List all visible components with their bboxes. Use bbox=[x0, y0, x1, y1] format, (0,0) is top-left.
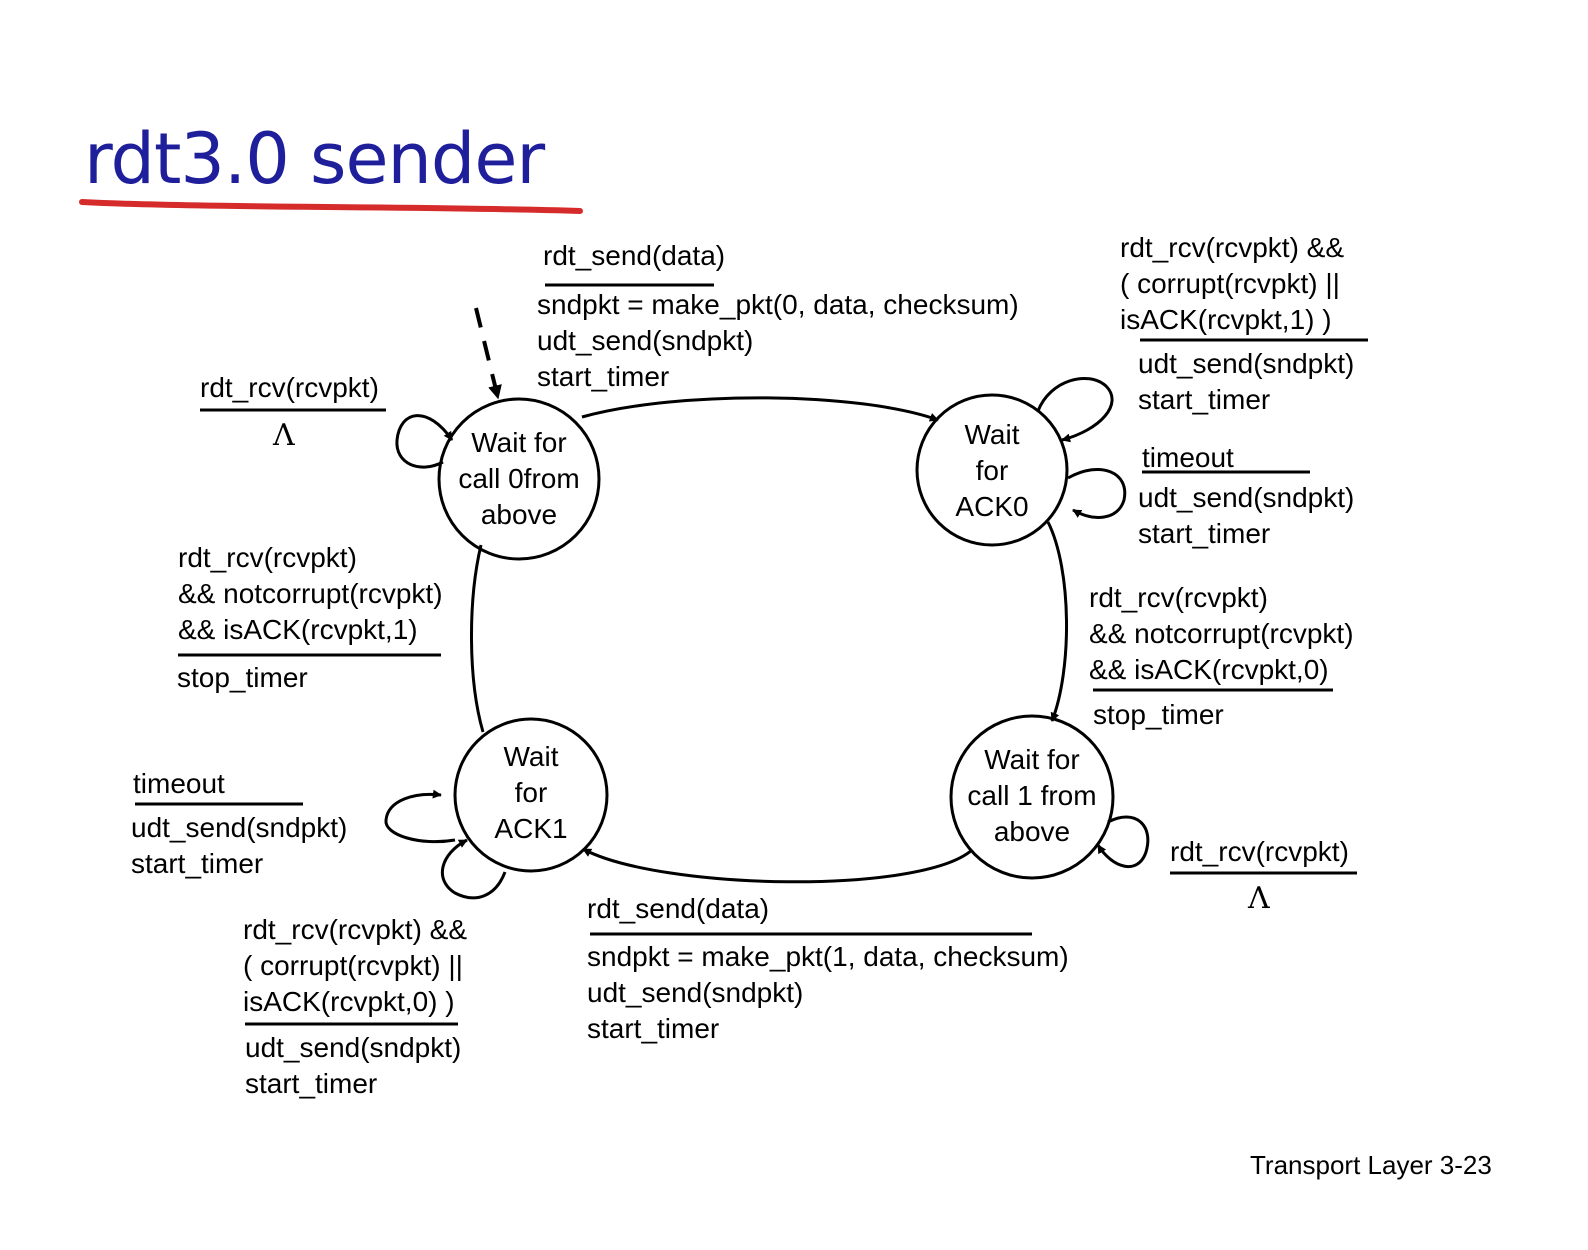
action-line: sndpkt = make_pkt(0, data, checksum) bbox=[537, 289, 1019, 320]
action-line: start_timer bbox=[1138, 518, 1271, 549]
state-wait-call1-line: call 1 from bbox=[967, 780, 1097, 811]
arrow-ack0-to-call1 bbox=[1046, 521, 1069, 722]
event-line: && notcorrupt(rcvpkt) bbox=[178, 578, 443, 609]
state-wait-ack1-line: ACK1 bbox=[494, 813, 568, 844]
event-line: rdt_rcv(rcvpkt) && bbox=[243, 914, 468, 945]
transition-event: timeout bbox=[133, 768, 225, 799]
transition-event: timeout bbox=[1142, 442, 1234, 473]
action-line: udt_send(sndpkt) bbox=[1138, 348, 1355, 379]
state-wait-ack0-line: for bbox=[975, 455, 1009, 486]
action-line: udt_send(sndpkt) bbox=[1138, 482, 1355, 513]
state-wait-ack0-line: Wait bbox=[964, 419, 1020, 450]
event-line: isACK(rcvpkt,1) ) bbox=[1120, 304, 1332, 335]
event-line: ( corrupt(rcvpkt) || bbox=[1120, 268, 1340, 299]
selfloop-ack1-timeout bbox=[384, 789, 456, 844]
transition-actions: sndpkt = make_pkt(0, data, checksum) udt… bbox=[537, 287, 1019, 395]
transition-actions: udt_send(sndpkt) start_timer bbox=[1138, 346, 1354, 418]
action-line: start_timer bbox=[131, 848, 264, 879]
transition-event: rdt_rcv(rcvpkt) && ( corrupt(rcvpkt) || … bbox=[243, 912, 467, 1020]
state-wait-ack1-line: Wait bbox=[503, 741, 559, 772]
action-line: udt_send(sndpkt) bbox=[245, 1032, 462, 1063]
state-wait-call0-line: Wait for bbox=[471, 427, 567, 458]
lambda-symbol: Λ bbox=[1248, 881, 1270, 916]
transition-event: rdt_rcv(rcvpkt) bbox=[1170, 836, 1349, 867]
slide-footer: Transport Layer 3-23 bbox=[1250, 1150, 1492, 1180]
state-wait-call0-line: above bbox=[480, 499, 558, 530]
initial-state-arrow bbox=[474, 307, 502, 400]
action-line: udt_send(sndpkt) bbox=[537, 325, 754, 356]
action-line: udt_send(sndpkt) bbox=[587, 977, 804, 1008]
transition-event: rdt_send(data) bbox=[543, 240, 726, 271]
title-underline bbox=[79, 199, 583, 214]
event-line: rdt_rcv(rcvpkt) bbox=[178, 542, 357, 573]
arrow-ack1-to-call0 bbox=[470, 544, 485, 733]
transition-event: rdt_send(data) bbox=[587, 893, 770, 924]
event-line: rdt_rcv(rcvpkt) bbox=[1089, 582, 1268, 613]
state-wait-call1: Wait for call 1 from above bbox=[951, 742, 1113, 850]
slide-title: rdt3.0 sender bbox=[84, 118, 545, 200]
state-wait-call1-line: Wait for bbox=[984, 744, 1080, 775]
state-wait-ack0: Wait for ACK0 bbox=[917, 417, 1067, 525]
transition-event: rdt_rcv(rcvpkt) && ( corrupt(rcvpkt) || … bbox=[1120, 230, 1344, 338]
state-wait-call1-circle bbox=[949, 714, 1115, 880]
transition-actions: sndpkt = make_pkt(1, data, checksum) udt… bbox=[587, 939, 1069, 1047]
state-wait-call0: Wait for call 0from above bbox=[439, 425, 599, 533]
transition-action: stop_timer bbox=[177, 662, 308, 693]
state-wait-call1-line: above bbox=[993, 816, 1071, 847]
event-line: && isACK(rcvpkt,0) bbox=[1089, 654, 1329, 685]
transition-actions: udt_send(sndpkt) start_timer bbox=[1138, 480, 1354, 552]
action-line: start_timer bbox=[245, 1068, 378, 1099]
event-line: ( corrupt(rcvpkt) || bbox=[243, 950, 463, 981]
state-wait-call0-line: call 0from bbox=[458, 463, 580, 494]
transition-actions: udt_send(sndpkt) start_timer bbox=[131, 810, 347, 882]
arrow-call0-to-ack0 bbox=[581, 396, 939, 422]
transition-action: stop_timer bbox=[1093, 699, 1224, 730]
state-wait-ack1: Wait for ACK1 bbox=[455, 739, 607, 847]
selfloop-call1 bbox=[1096, 815, 1150, 869]
state-wait-ack1-circle bbox=[453, 717, 609, 873]
lambda-symbol: Λ bbox=[273, 418, 295, 453]
selfloop-ack0-timeout bbox=[1067, 468, 1127, 519]
transition-event: rdt_rcv(rcvpkt) bbox=[200, 372, 379, 403]
action-line: sndpkt = make_pkt(1, data, checksum) bbox=[587, 941, 1069, 972]
state-wait-ack0-circle bbox=[915, 393, 1069, 547]
event-line: && notcorrupt(rcvpkt) bbox=[1089, 618, 1354, 649]
action-line: udt_send(sndpkt) bbox=[131, 812, 348, 843]
selfloop-ack0-corrupt bbox=[1036, 376, 1114, 443]
state-wait-ack0-line: ACK0 bbox=[955, 491, 1029, 522]
arrow-call1-to-ack1 bbox=[582, 847, 973, 884]
action-line: start_timer bbox=[1138, 384, 1271, 415]
action-line: start_timer bbox=[587, 1013, 720, 1044]
selfloop-ack1-corrupt bbox=[440, 838, 507, 900]
event-line: isACK(rcvpkt,0) ) bbox=[243, 986, 455, 1017]
event-line: rdt_rcv(rcvpkt) && bbox=[1120, 232, 1345, 263]
event-line: && isACK(rcvpkt,1) bbox=[178, 614, 418, 645]
action-line: start_timer bbox=[537, 361, 670, 392]
state-wait-ack1-line: for bbox=[514, 777, 548, 808]
selfloop-call0 bbox=[395, 414, 454, 469]
transition-event: rdt_rcv(rcvpkt) && notcorrupt(rcvpkt) &&… bbox=[1089, 580, 1354, 688]
transition-event: rdt_rcv(rcvpkt) && notcorrupt(rcvpkt) &&… bbox=[178, 540, 443, 648]
transition-actions: udt_send(sndpkt) start_timer bbox=[245, 1030, 461, 1102]
state-wait-call0-circle bbox=[437, 397, 601, 561]
